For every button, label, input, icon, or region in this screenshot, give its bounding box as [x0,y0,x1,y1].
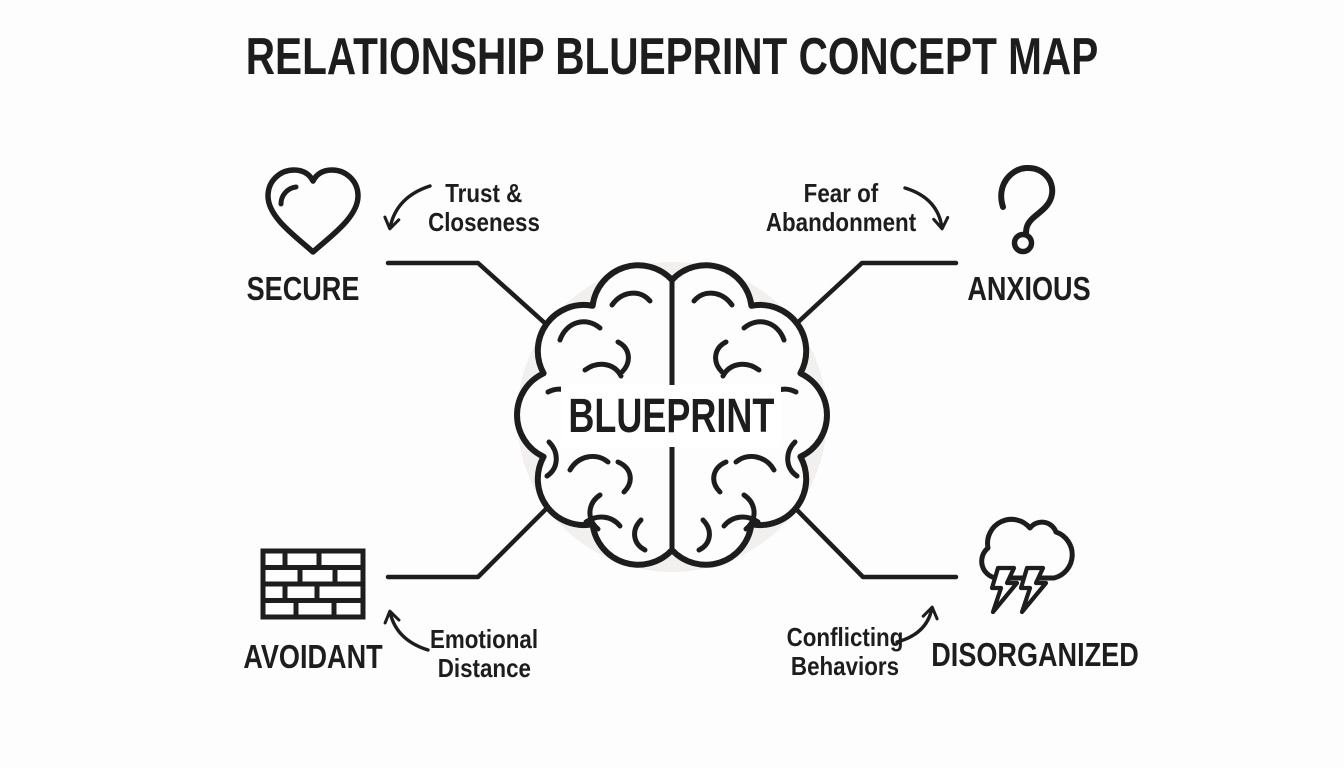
arrow-fear-icon [903,186,950,231]
connector-anxious [792,260,959,328]
lightning-bolt-icon [1018,565,1049,615]
storm-cloud-icon [979,516,1075,615]
arrow-distance-icon [383,609,430,652]
connector-avoidant [385,505,550,580]
heart-highlight [278,184,299,207]
center-node-blueprint: BLUEPRINT [561,385,781,447]
question-mark-icon [998,164,1056,255]
connector-secure [385,260,550,328]
page-title: RELATIONSHIP BLUEPRINT CONCEPT MAP [245,28,1099,86]
node-label-avoidant: AVOIDANT [243,638,383,675]
connection-label-conflicting-behaviors: Conflicting Behaviors [786,622,904,681]
arrow-trust-icon [383,184,432,231]
connector-disorganized [794,507,959,580]
connection-label-fear-abandonment: Fear of Abandonment [765,178,917,237]
curved-arrows [383,184,950,652]
center-node-label: BLUEPRINT [568,389,775,443]
connection-label-emotional-distance: Emotional Distance [429,624,539,683]
heart-icon [265,167,361,255]
lightning-bolt-icon [989,565,1020,615]
brick-wall-icon [260,548,366,620]
node-label-anxious: ANXIOUS [967,270,1091,307]
node-label-secure: SECURE [246,270,360,307]
node-label-disorganized: DISORGANIZED [931,636,1139,673]
connection-label-trust-closeness: Trust & Closeness [428,178,540,237]
connector-lines [385,260,959,580]
arrow-conflict-icon [895,605,939,644]
